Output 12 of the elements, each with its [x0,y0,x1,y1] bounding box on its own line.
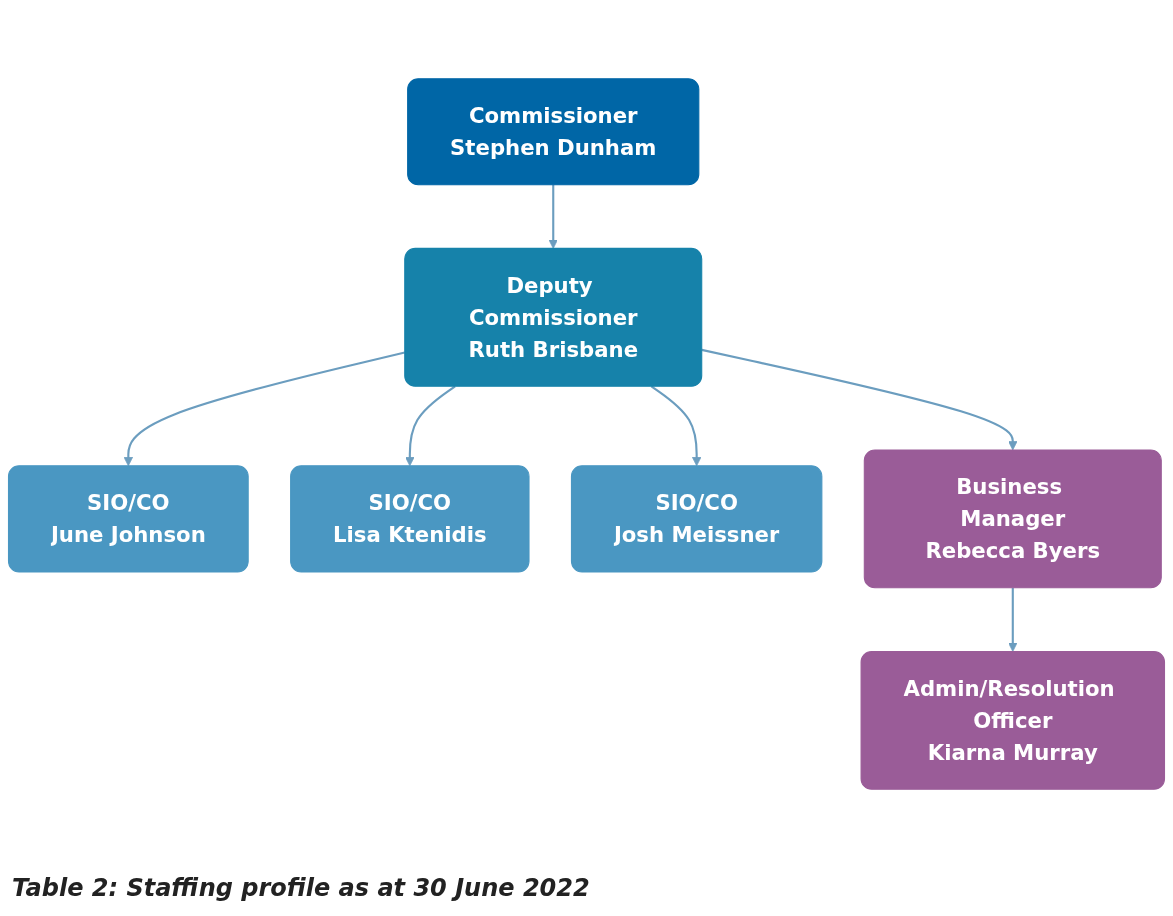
node-box: Admin/Resolution Officer Kiarna Murray [860,650,1166,790]
node-box: SIO/CO Lisa Ktenidis [290,465,530,573]
caption: Table 2: Staffing profile as at 30 June 2022 [11,873,591,904]
node-box: Business Manager Rebecca Byers [863,449,1162,589]
arrow [650,385,702,467]
node-box: Commissioner Stephen Dunham [407,78,700,186]
arrow [548,184,558,249]
arrow [1008,587,1018,652]
arrow [701,348,1018,451]
arrow [123,351,405,467]
arrow [405,385,456,467]
node-box: Deputy Commissioner Ruth Brisbane [404,247,703,387]
